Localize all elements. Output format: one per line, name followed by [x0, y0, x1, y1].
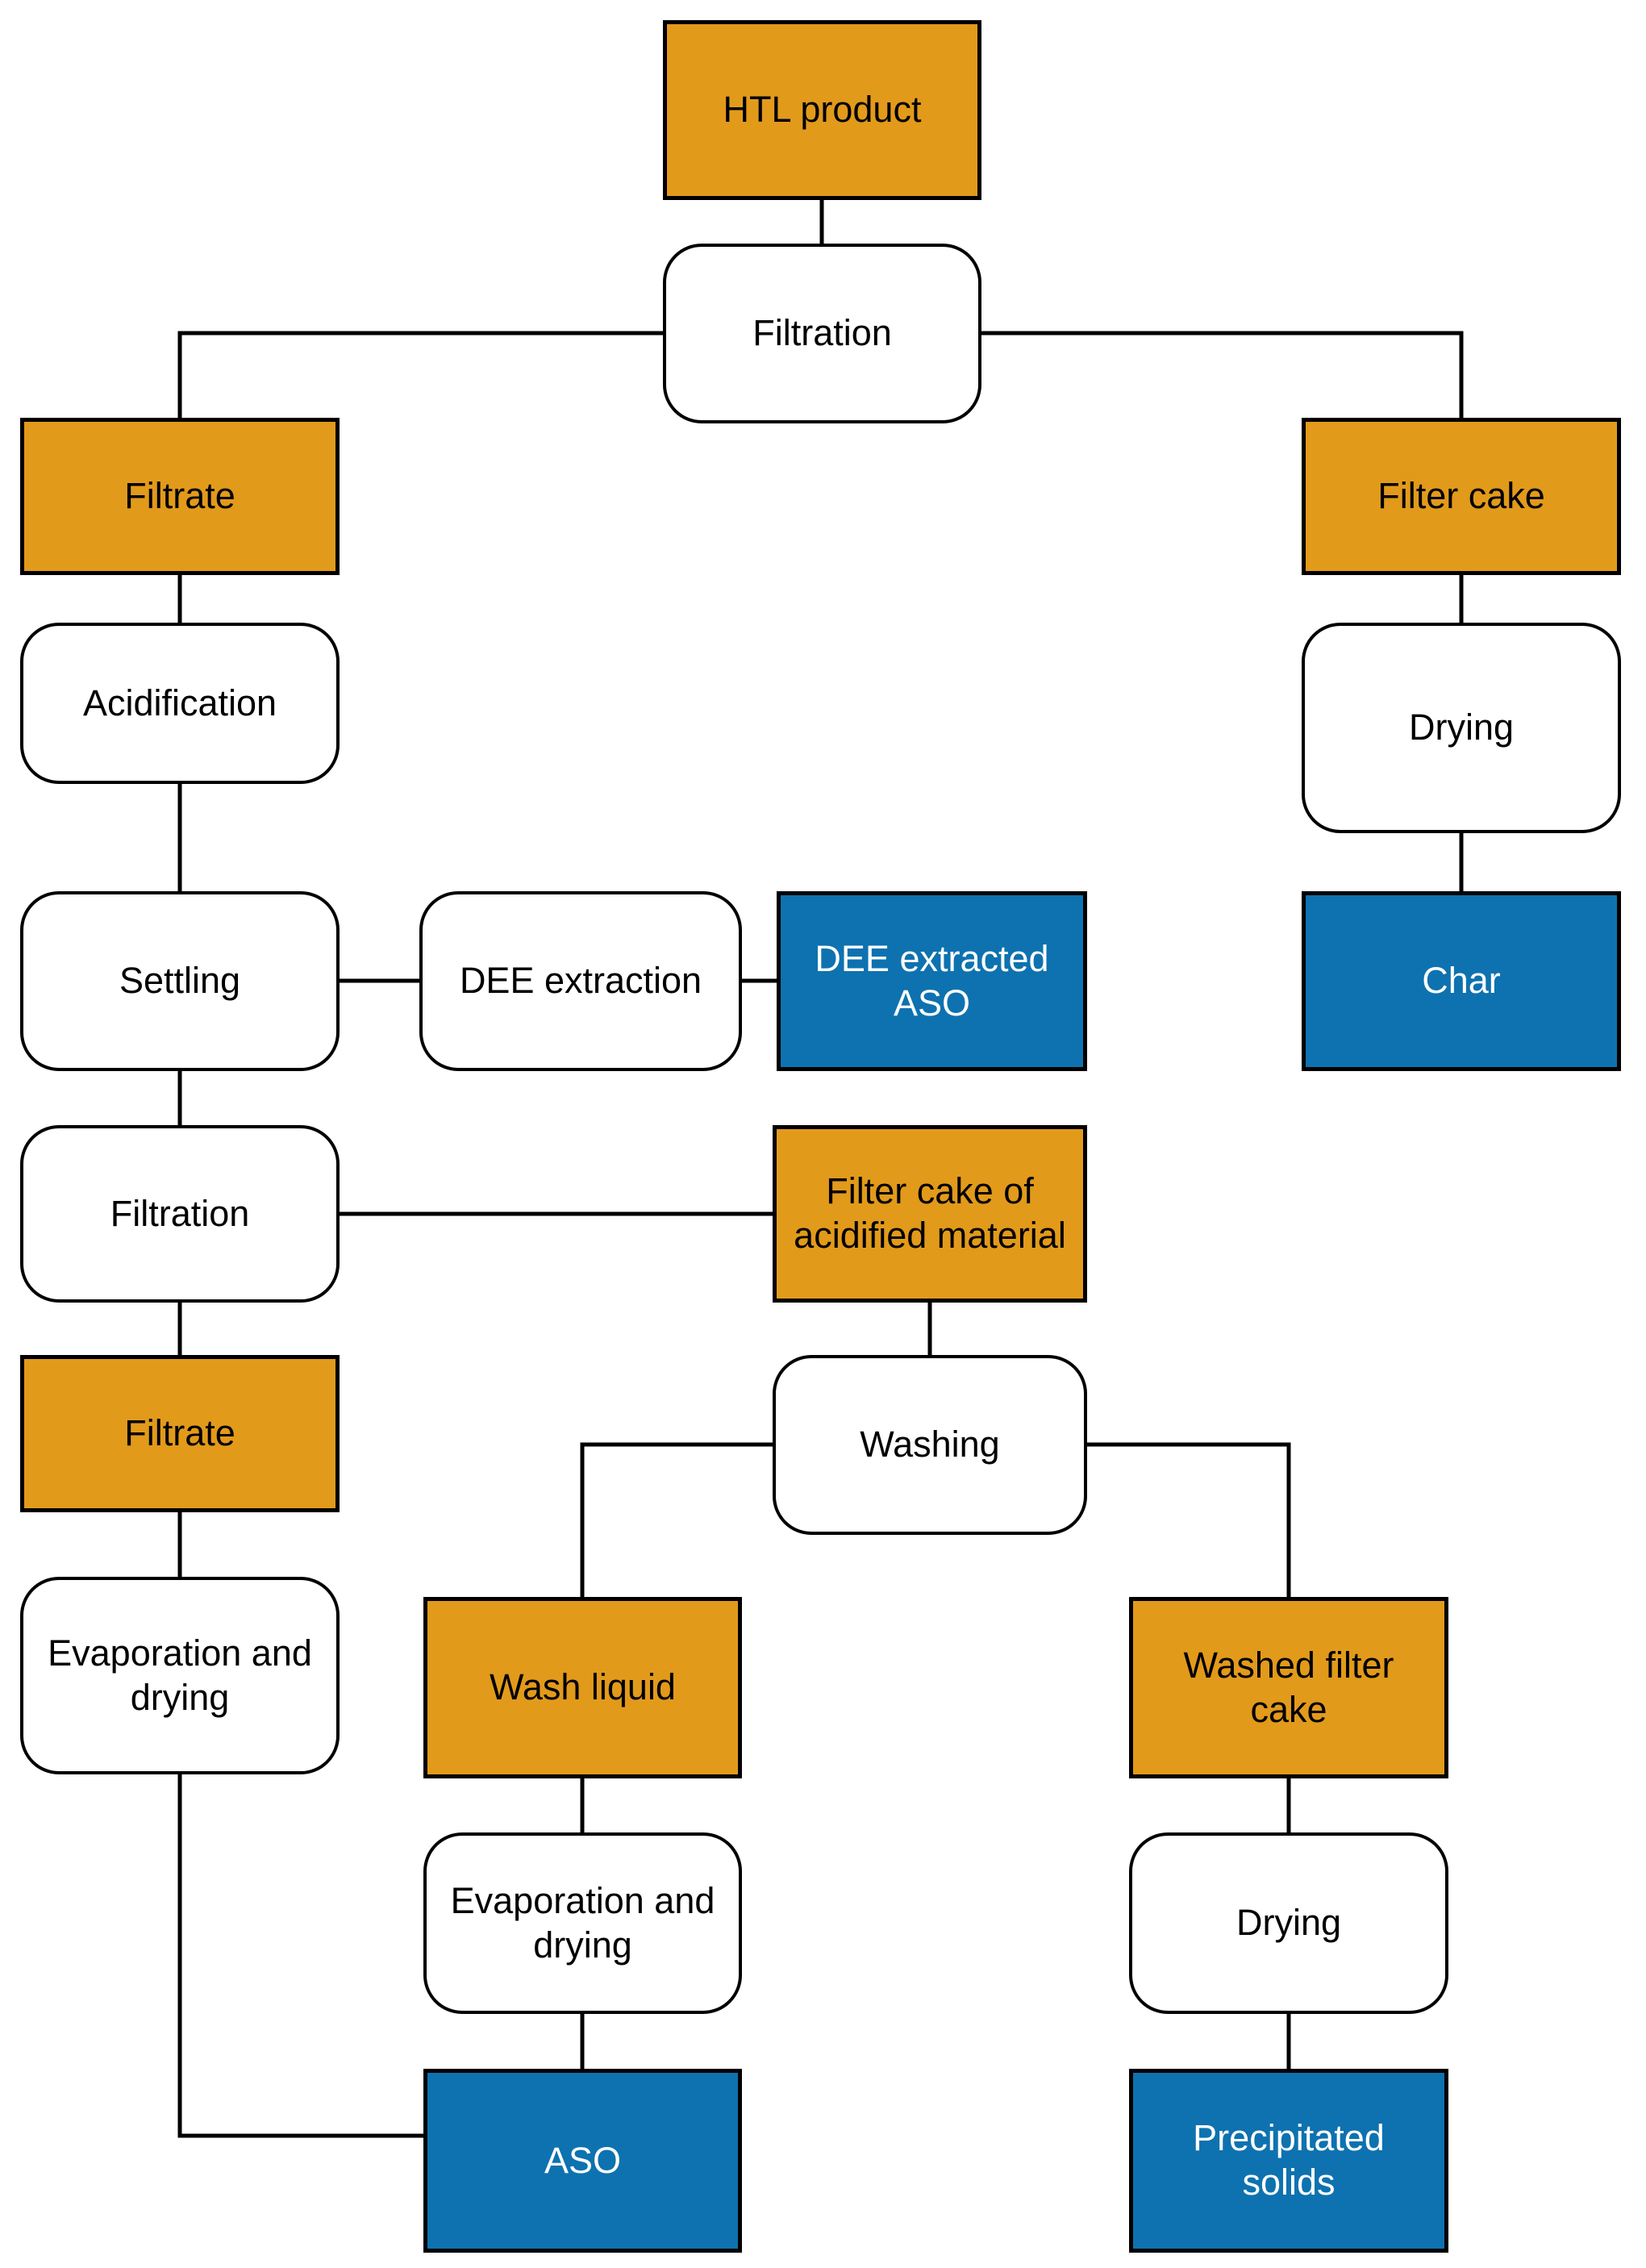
node-settling: Settling [20, 891, 340, 1071]
edge-evaporation-drying-1-to-aso [177, 1774, 423, 2138]
edge-filtration-1-to-filter-cake [981, 331, 1464, 418]
node-wash-liquid: Wash liquid [423, 1597, 742, 1778]
node-filtrate-1: Filtrate [20, 418, 340, 575]
edge-washing-to-wash-liquid [580, 1442, 773, 1597]
node-filtrate-2: Filtrate [20, 1355, 340, 1512]
node-evaporation-drying-1: Evaporation and drying [20, 1577, 340, 1774]
node-filtration-1: Filtration [663, 244, 981, 423]
edge-washing-to-washed-filter-cake [1087, 1442, 1291, 1597]
node-dee-extracted-aso: DEE extracted ASO [777, 891, 1087, 1071]
node-drying-2: Drying [1129, 1832, 1448, 2014]
edge-filtration-1-to-filtrate-1 [177, 331, 663, 418]
node-precipitated-solids: Precipitated solids [1129, 2069, 1448, 2253]
node-dee-extraction: DEE extraction [419, 891, 742, 1071]
node-acidification: Acidification [20, 623, 340, 784]
node-filtration-2: Filtration [20, 1125, 340, 1303]
node-filter-cake-acidified: Filter cake of acidified material [773, 1125, 1087, 1303]
node-char: Char [1302, 891, 1621, 1071]
node-washing: Washing [773, 1355, 1087, 1535]
node-filter-cake: Filter cake [1302, 418, 1621, 575]
node-htl-product: HTL product [663, 20, 981, 200]
node-evaporation-drying-2: Evaporation and drying [423, 1832, 742, 2014]
node-washed-filter-cake: Washed filter cake [1129, 1597, 1448, 1778]
node-drying-1: Drying [1302, 623, 1621, 833]
node-aso: ASO [423, 2069, 742, 2253]
